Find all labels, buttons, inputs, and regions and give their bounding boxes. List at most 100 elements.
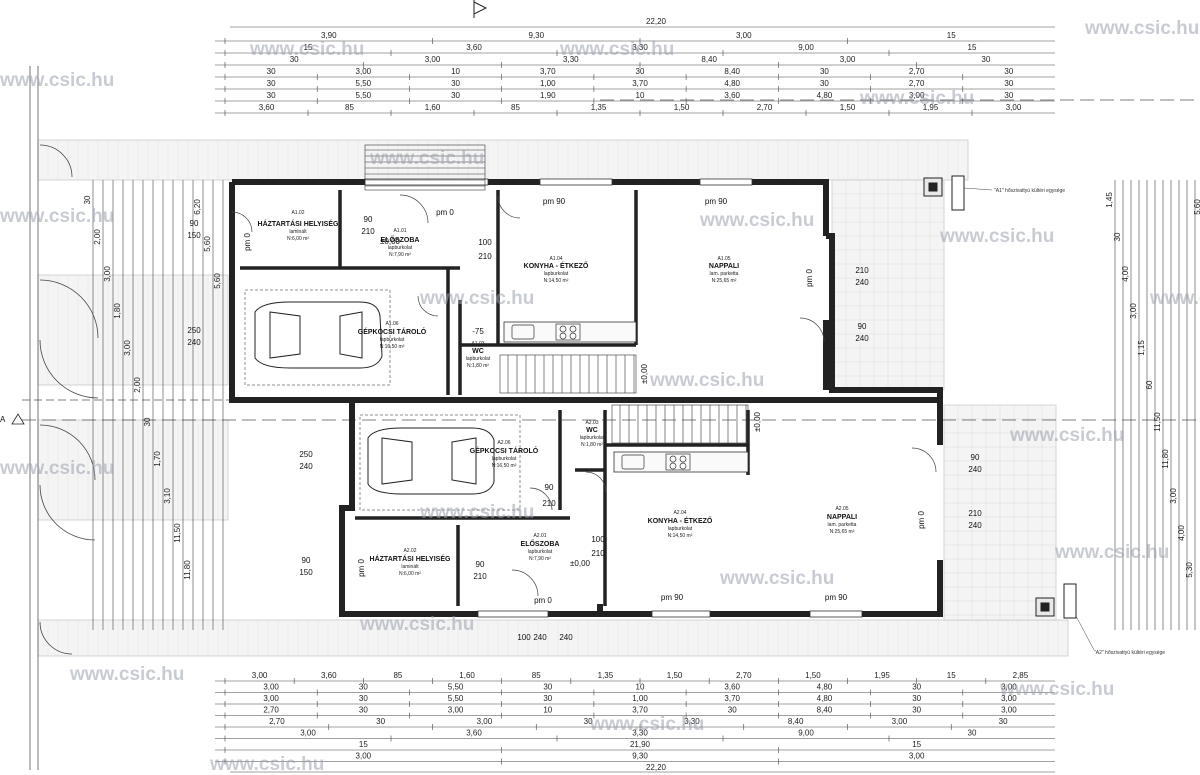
svg-text:±0,00: ±0,00	[380, 237, 401, 246]
paving-grid	[37, 140, 1069, 656]
room-a2-05: A2.05 NAPPALI lam. parketta N:25,65 m²	[827, 506, 857, 535]
dim-value: 1,50	[805, 671, 821, 680]
dim-value: 3,00	[425, 55, 441, 64]
dim-value: 15	[912, 740, 921, 749]
dim-value: 85	[345, 103, 354, 112]
dim-value: 1,90	[540, 91, 556, 100]
dim-value: 30	[999, 717, 1008, 726]
dim-value: 15	[304, 43, 313, 52]
svg-text:N:7,90 m²: N:7,90 m²	[389, 252, 411, 258]
svg-text:250: 250	[299, 450, 313, 459]
svg-text:90: 90	[971, 453, 980, 462]
svg-text:pm 0: pm 0	[436, 208, 454, 217]
svg-text:A1.06: A1.06	[385, 321, 398, 327]
dim-value: 30	[1004, 91, 1013, 100]
svg-text:90: 90	[190, 219, 199, 228]
dim-value: 15	[947, 31, 956, 40]
dim-value: 2,70	[909, 79, 925, 88]
svg-text:KONYHA - ÉTKEZŐ: KONYHA - ÉTKEZŐ	[648, 516, 713, 525]
svg-text:N:7,90 m²: N:7,90 m²	[529, 556, 551, 562]
dim-value: 30	[820, 67, 829, 76]
svg-text:lapburkolat: lapburkolat	[668, 526, 693, 532]
svg-text:GÉPKOCSI TÁROLÓ: GÉPKOCSI TÁROLÓ	[470, 446, 539, 455]
dim-value: 3,60	[724, 91, 740, 100]
dim-value: 5,50	[356, 91, 372, 100]
dim-value: 1,35	[591, 103, 607, 112]
dim-value: 3,00	[909, 752, 925, 761]
dim-value: 1,80	[113, 303, 122, 319]
dim-value: 10	[451, 67, 460, 76]
dim-value: 1,95	[923, 103, 939, 112]
dim-value: 1,50	[667, 671, 683, 680]
dim-value: 60	[1145, 380, 1154, 389]
north-flag-icon	[473, 0, 488, 18]
dim-value: 1,45	[1105, 192, 1114, 208]
dim-value: 30	[267, 79, 276, 88]
room-a2-03: A2.03 WC lapburkolat N:1,80 m²	[580, 420, 605, 448]
svg-text:240: 240	[968, 465, 982, 474]
watermark-text: www.csic.hu	[0, 70, 114, 91]
svg-text:90: 90	[545, 483, 554, 492]
svg-text:±0,00: ±0,00	[570, 559, 591, 568]
dim-value: 1,35	[598, 671, 614, 680]
dim-value: 5,30	[1185, 562, 1194, 578]
dim-value: 30	[359, 694, 368, 703]
dim-value: 2,70	[263, 706, 279, 715]
dim-top-total: 22,20	[646, 17, 667, 26]
svg-text:210: 210	[473, 572, 487, 581]
dim-value: 30	[359, 706, 368, 715]
dim-value: 11,50	[1153, 412, 1162, 432]
svg-text:pm 0: pm 0	[534, 596, 552, 605]
dim-value: 5,60	[203, 236, 212, 252]
dim-value: 30	[1004, 79, 1013, 88]
dim-value: 3,00	[1169, 488, 1178, 504]
svg-text:A2.06: A2.06	[497, 440, 510, 446]
dim-value: 3,70	[632, 706, 648, 715]
watermark-text: www.csic.hu	[649, 370, 764, 391]
watermark-text: www.csic.hu	[369, 148, 484, 169]
dim-value: 30	[912, 706, 921, 715]
svg-text:100: 100	[591, 535, 605, 544]
room-a2-04: A2.04 KONYHA - ÉTKEZŐ lapburkolat N:14,5…	[648, 510, 713, 539]
dim-value: 85	[532, 671, 541, 680]
svg-text:lam. parketta: lam. parketta	[710, 271, 739, 277]
svg-text:A2.05: A2.05	[835, 506, 848, 512]
svg-text:N:1,80 m²: N:1,80 m²	[581, 442, 603, 448]
dim-value: 2,70	[736, 671, 752, 680]
svg-text:150: 150	[299, 568, 313, 577]
dim-value: 3,00	[300, 729, 316, 738]
svg-text:N:1,80 m²: N:1,80 m²	[467, 363, 489, 369]
room-a1-03: A1.03 WC lapburkolat N:1,80 m²	[466, 341, 491, 369]
watermark-text: www.csic.hu	[1149, 288, 1200, 309]
dim-value: 15	[947, 671, 956, 680]
opening-labels: pm 90 pm 90 pm 0 pm 90 pm 90 pm 0 ±0,00 …	[187, 197, 982, 642]
dim-value: 30	[1004, 67, 1013, 76]
dim-value: 3,00	[477, 717, 493, 726]
dim-value: 3,00	[1006, 103, 1022, 112]
dim-value: 10	[636, 91, 645, 100]
room-a1-02: A1.02 HÁZTARTÁSI HELYISÉG laminált N:6,0…	[258, 210, 339, 242]
svg-text:N:14,50 m²: N:14,50 m²	[668, 533, 693, 539]
dim-value: 5,60	[213, 273, 222, 289]
svg-text:WC: WC	[472, 348, 484, 355]
dim-bottom-total: 22,20	[646, 763, 667, 772]
dim-value: 15	[968, 43, 977, 52]
car-icon	[359, 414, 521, 511]
dim-value: 3,00	[1129, 303, 1138, 319]
dim-value: 9,00	[798, 729, 814, 738]
svg-text:pm 0: pm 0	[357, 559, 366, 577]
dim-value: 30	[359, 683, 368, 692]
dimension-lines	[92, 26, 1196, 773]
stairs	[364, 144, 749, 444]
svg-text:WC: WC	[586, 427, 598, 434]
dim-value: 3,00	[1001, 683, 1017, 692]
dim-value: 2,70	[757, 103, 773, 112]
dim-right-column: 1,45304,003,001,156011,5011,803,004,005,…	[1105, 192, 1200, 578]
svg-text:ELŐSZOBA: ELŐSZOBA	[381, 235, 420, 244]
dim-value: 3,30	[684, 717, 700, 726]
sink-icon	[511, 324, 645, 470]
svg-text:A2.02: A2.02	[403, 548, 416, 554]
dim-value: 8,40	[724, 67, 740, 76]
stove-icon	[555, 323, 691, 471]
